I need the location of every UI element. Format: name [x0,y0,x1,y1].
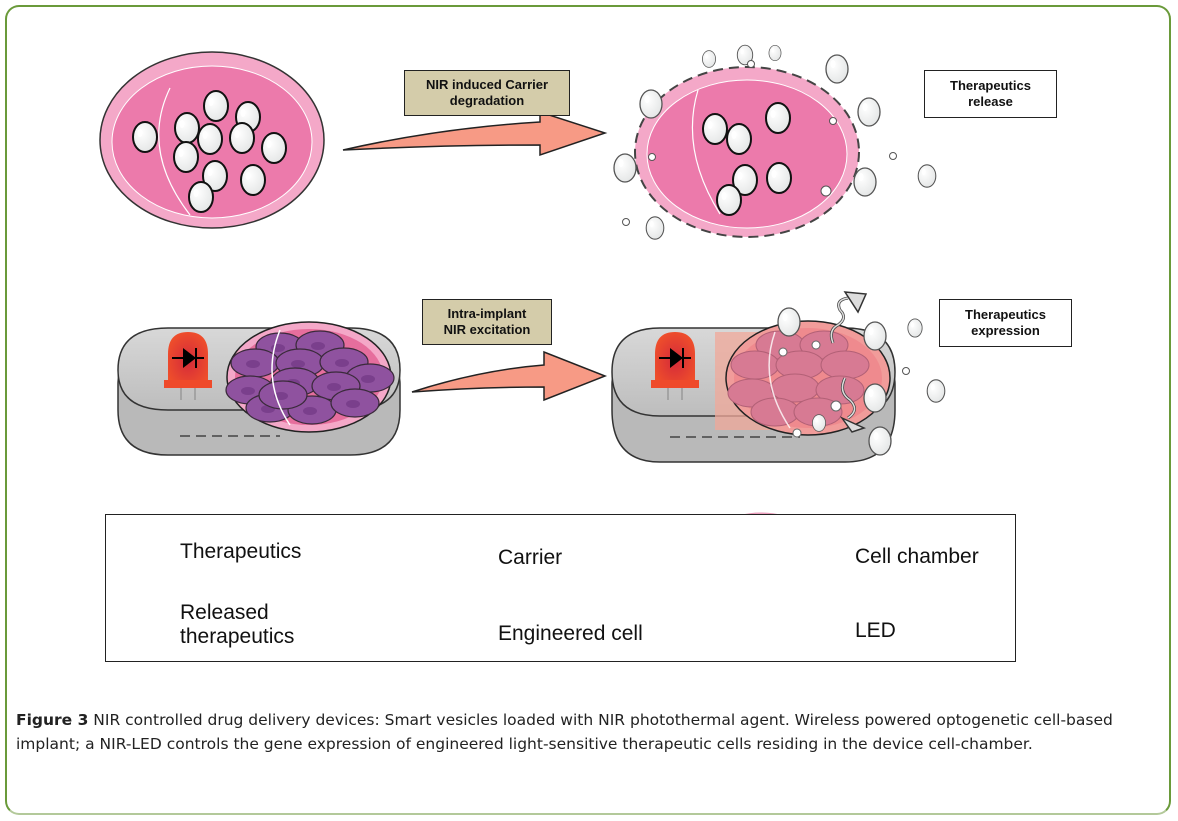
legend-label-cell-chamber: Cell chamber [855,545,979,568]
top-arrow [342,110,608,157]
label-line: Released [180,601,269,624]
legend-label-engineered-cell: Engineered cell [498,622,643,645]
implant-left [117,321,401,456]
bottom-arrow [411,350,608,402]
label-line: NIR induced Carrier [425,77,549,92]
label-line: expression [971,323,1040,338]
label-line: degradation [449,93,525,108]
label-line: NIR excitation [443,322,531,337]
implant-right [611,291,946,463]
legend [105,514,1016,662]
legend-label-released-therapeutics: Released therapeutics [180,601,294,649]
caption-text: NIR controlled drug delivery devices: Sm… [16,711,1113,753]
legend-label-therapeutics: Therapeutics [180,540,302,563]
label-line: Therapeutics [950,78,1031,93]
label-line: therapeutics [180,625,295,648]
figure-frame [5,5,1171,815]
figure-caption: Figure 3 NIR controlled drug delivery de… [16,708,1166,756]
label-line: Therapeutics [965,307,1046,322]
legend-label-carrier: Carrier [498,546,563,569]
legend-label-led: LED [855,619,896,642]
intact-carrier [99,51,325,229]
label-line: Intra-implant [447,306,527,321]
caption-label: Figure 3 [16,711,89,729]
label-line: release [968,94,1013,109]
degraded-carrier [613,44,937,240]
